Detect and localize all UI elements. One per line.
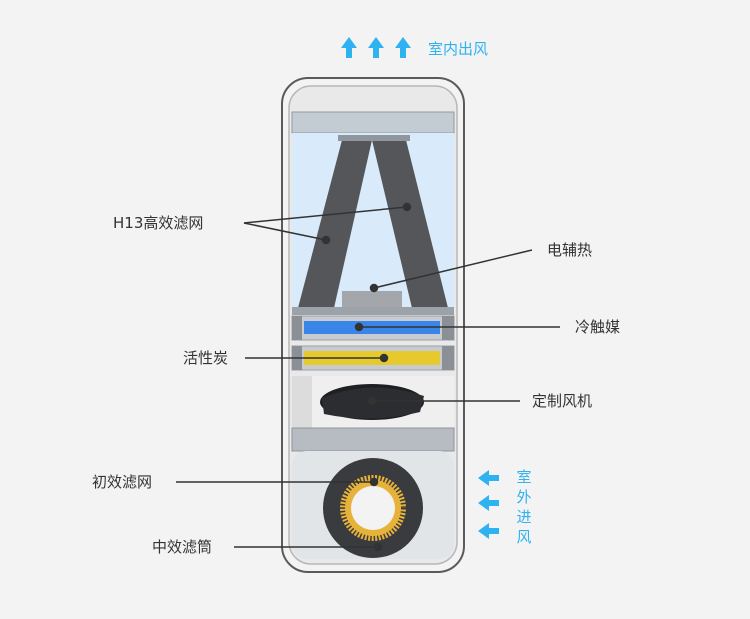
leader-lines <box>176 202 560 552</box>
label-hepa-filter: H13高效滤网 <box>113 214 204 232</box>
up-arrow-icon <box>395 37 411 58</box>
inlet-label: 室 外 进 风 <box>514 467 534 547</box>
outer-casing <box>281 77 465 573</box>
inlet-arrows <box>478 470 499 539</box>
inlet-label-char: 室 <box>516 468 532 486</box>
left-arrow-icon <box>478 523 499 539</box>
left-arrow-icon <box>478 495 499 511</box>
filter-core <box>351 486 395 530</box>
chamber-base <box>292 307 454 315</box>
inlet-label-char: 进 <box>516 508 532 526</box>
label-custom-fan: 定制风机 <box>532 392 593 410</box>
label-pre-filter: 初效滤网 <box>92 473 153 491</box>
electric-heater <box>342 291 402 309</box>
hepa-top-cap <box>338 135 410 141</box>
hepa-filter-right <box>372 140 448 308</box>
inlet-label-char: 风 <box>516 528 532 546</box>
fan-chamber-floor <box>292 376 312 428</box>
left-arrow-icon <box>478 470 499 486</box>
label-cold-catalyst: 冷触媒 <box>575 318 621 336</box>
up-arrow-icon <box>341 37 357 58</box>
label-electric-heater: 电辅热 <box>547 241 593 259</box>
label-activated-carbon: 活性炭 <box>183 349 229 367</box>
outlet-label: 室内出风 <box>428 40 489 58</box>
fan-base <box>291 427 455 452</box>
top-grille <box>291 111 455 134</box>
inlet-label-char: 外 <box>516 488 532 506</box>
hepa-filter-left <box>298 140 372 308</box>
label-mid-filter: 中效滤筒 <box>152 538 213 556</box>
up-arrow-icon <box>368 37 384 58</box>
outlet-arrows <box>341 37 411 58</box>
